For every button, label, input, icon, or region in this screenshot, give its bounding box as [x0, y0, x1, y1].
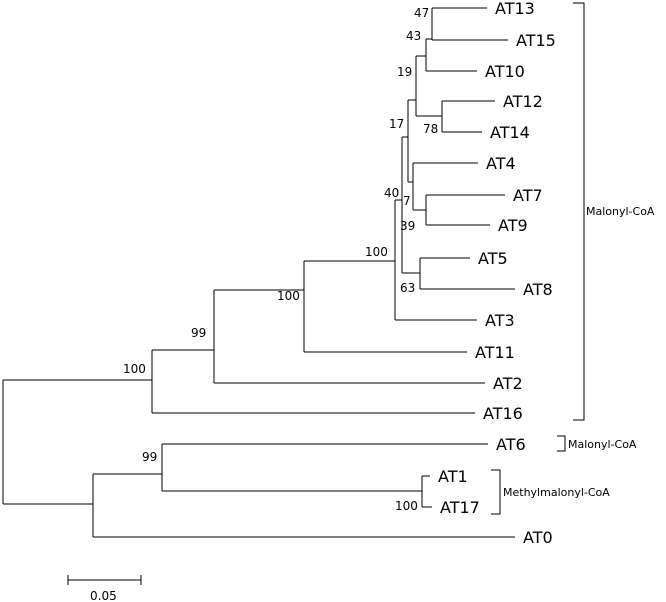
- bootstrap-value: 19: [397, 65, 412, 79]
- leaf-label-at8: AT8: [523, 280, 553, 299]
- leaf-label-at0: AT0: [523, 528, 553, 547]
- scale-bar-label: 0.05: [90, 589, 117, 602]
- leaf-label-at1: AT1: [438, 467, 468, 486]
- methylmalonyl-coa-label: Methylmalonyl-CoA: [503, 486, 610, 499]
- bootstrap-value: 100: [395, 499, 418, 513]
- bootstrap-value: 40: [384, 186, 399, 200]
- tree-branches: [2, 7, 515, 538]
- leaf-label-at5: AT5: [478, 249, 508, 268]
- leaf-label-at2: AT2: [493, 374, 523, 393]
- bootstrap-value: 100: [123, 362, 146, 376]
- leaf-label-at11: AT11: [475, 343, 515, 362]
- bootstrap-value: 7: [403, 194, 411, 208]
- leaf-label-at16: AT16: [483, 404, 523, 423]
- bootstrap-value: 100: [365, 245, 388, 259]
- leaf-label-at6: AT6: [496, 435, 526, 454]
- bootstrap-value: 39: [400, 219, 415, 233]
- leaf-label-at13: AT13: [495, 0, 535, 18]
- malonyl-coa-bracket: [573, 2, 585, 421]
- malonyl-coa-at6-label: Malonyl-CoA: [568, 438, 637, 451]
- leaf-label-at7: AT7: [513, 186, 543, 205]
- leaf-label-at15: AT15: [516, 31, 556, 50]
- malonyl-coa-at6-bracket: [557, 435, 566, 452]
- leaf-label-at10: AT10: [485, 62, 525, 81]
- bootstrap-value: 17: [389, 117, 404, 131]
- bootstrap-value: 99: [191, 326, 206, 340]
- bootstrap-value: 43: [406, 29, 421, 43]
- leaf-label-at9: AT9: [498, 216, 528, 235]
- leaf-label-at17: AT17: [440, 498, 480, 517]
- scale-bar: 0.05: [67, 575, 142, 602]
- bootstrap-value: 47: [414, 6, 429, 20]
- group-brackets: Malonyl-CoA Malonyl-CoA Methylmalonyl-Co…: [491, 2, 655, 515]
- leaf-label-at4: AT4: [486, 154, 516, 173]
- leaf-label-at12: AT12: [503, 92, 543, 111]
- bootstrap-value: 100: [277, 289, 300, 303]
- bootstrap-value: 63: [400, 281, 415, 295]
- leaf-label-at14: AT14: [490, 123, 530, 142]
- bootstrap-values: 47 43 19 17 78 40 7 39 100 63 100 99 100…: [123, 6, 438, 513]
- leaf-labels: AT13 AT15 AT10 AT12 AT14 AT4 AT7 AT9 AT5…: [438, 0, 556, 547]
- bootstrap-value: 99: [142, 450, 157, 464]
- leaf-label-at3: AT3: [485, 311, 515, 330]
- methylmalonyl-coa-bracket: [491, 469, 501, 515]
- bootstrap-value: 78: [423, 122, 438, 136]
- malonyl-coa-label: Malonyl-CoA: [586, 205, 655, 218]
